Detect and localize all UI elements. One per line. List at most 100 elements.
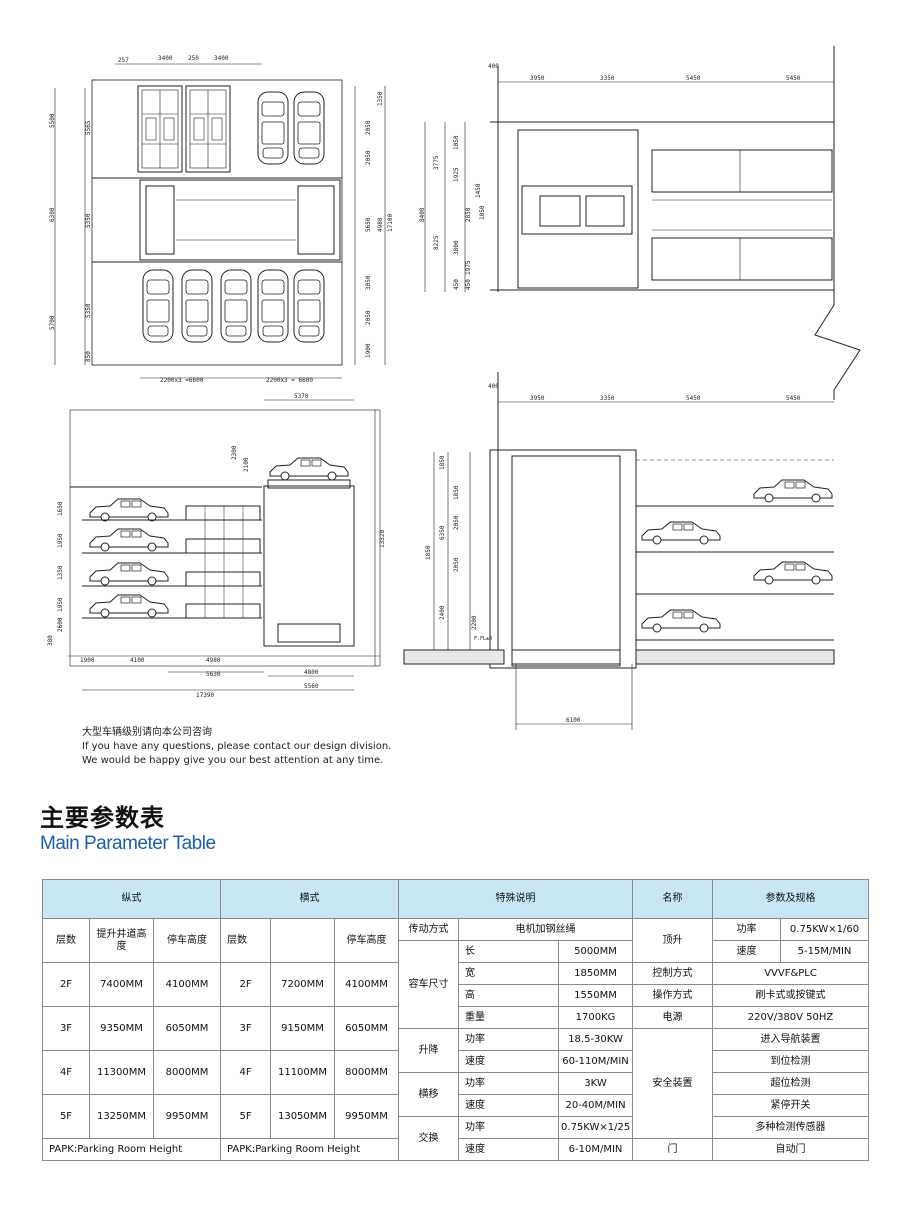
operation-value: 刷卡式或按键式 (712, 984, 870, 1007)
dim-label: 450 (453, 279, 460, 290)
t-floor: 4F (220, 1050, 272, 1095)
dim-label: 6100 (566, 717, 581, 724)
dim-label: 13320 (379, 530, 386, 548)
dim-label: 1050 (453, 135, 460, 150)
power-supply-label: 电源 (632, 1006, 714, 1029)
l-floor: 3F (42, 1006, 90, 1051)
safety-item: 进入导航装置 (712, 1028, 870, 1051)
drive-label: 传动方式 (398, 918, 460, 941)
dim-label: 2600 (57, 617, 64, 632)
papk-note-transverse: PAPK:Parking Room Height (220, 1138, 400, 1161)
dim-label: 2850 (465, 207, 472, 222)
l-shaft: 13250MM (89, 1094, 154, 1139)
lift-power-value: 18.5-30KW (558, 1028, 634, 1051)
header-special: 特殊说明 (398, 879, 634, 919)
table-row: 升降 功率 18.5-30KW 安全装置 进入导航装置 (43, 1028, 870, 1139)
dim-label: 17390 (196, 692, 214, 699)
l-park: 8000MM (152, 1050, 222, 1095)
table-row: 5F 13250MM 9950MM 5F 13050MM 9950MM 速度 2… (42, 1094, 870, 1139)
dim-label: 6300 (49, 207, 56, 222)
exchange-label: 交换 (398, 1116, 460, 1161)
safety-item: 紧停开关 (712, 1094, 870, 1117)
l-floor: 2F (42, 962, 90, 1007)
dim-label: 5630 (206, 671, 221, 678)
traverse-speed-label: 速度 (458, 1094, 560, 1117)
l-floor: 4F (42, 1050, 90, 1095)
header-spec: 参数及规格 (712, 879, 870, 919)
dim-label: 400 (488, 383, 499, 390)
power-supply-value: 220V/380V 50HZ (712, 1006, 870, 1029)
lift-label: 升降 (398, 1028, 460, 1073)
dim-label: 3350 (600, 395, 615, 402)
t-park: 6050MM (334, 1006, 400, 1051)
dim-label: 2050 (365, 150, 372, 165)
dim-label: 8225 (433, 235, 440, 250)
dim-label: 1350 (57, 565, 64, 580)
section-view-left-dims: 5370 1900 4100 4980 5630 4800 5560 17390… (47, 393, 386, 699)
sub-shaft-height: 提升井道高度 (89, 918, 154, 963)
section-view-right (403, 372, 835, 730)
top-speed-label: 速度 (712, 940, 782, 963)
contact-note: 大型车辆级别请向本公司咨询 If you have any questions,… (82, 726, 391, 768)
dim-label: 380 (47, 635, 54, 646)
dim-label: 5450 (686, 75, 701, 82)
section-title-en: Main Parameter Table (40, 833, 216, 854)
dim-label: 4100 (130, 657, 145, 664)
dim-label: 4800 (304, 669, 319, 676)
dim-label: 1925 (453, 167, 460, 182)
note-line-en-1: If you have any questions, please contac… (82, 741, 392, 752)
table-row: PAPK:Parking Room Height PAPK:Parking Ro… (41, 1138, 870, 1161)
table-row: 2F 7400MM 4100MM 2F 7200MM 4100MM 宽 1850… (42, 962, 870, 1007)
dim-label: 8400 (419, 207, 426, 222)
dim-label: 450 (465, 279, 472, 290)
t-park: 9950MM (334, 1094, 400, 1139)
dim-label: 4980 (377, 217, 384, 232)
exchange-power-label: 功率 (458, 1116, 560, 1139)
exchange-speed-label: 速度 (458, 1138, 560, 1161)
dim-label: 1450 (475, 183, 482, 198)
sub-parking-height-t: 停车高度 (334, 918, 400, 963)
dim-label: 250 (188, 55, 199, 62)
dim-label: 2200 (471, 615, 478, 630)
table-header-row: 纵式 横式 特殊说明 名称 参数及规格 (41, 879, 870, 919)
table-row: 横移 功率 3KW 超位检测 (43, 1072, 870, 1117)
exchange-speed-value: 6-10M/MIN (558, 1138, 634, 1161)
dim-label: 2100 (243, 457, 250, 472)
dim-label: 5350 (85, 213, 92, 228)
dim-label: 3950 (530, 75, 545, 82)
weight-value: 1700KG (558, 1006, 634, 1029)
l-park: 6050MM (152, 1006, 222, 1051)
t-park: 4100MM (334, 962, 400, 1007)
l-park: 9950MM (152, 1094, 222, 1139)
dim-label: 400 (488, 63, 499, 70)
sub-floors-t: 层数 (220, 918, 272, 963)
dim-label: 5650 (365, 217, 372, 232)
length-label: 长 (458, 940, 560, 963)
dim-label: 5450 (686, 395, 701, 402)
dim-label: 5700 (49, 315, 56, 330)
header-name: 名称 (632, 879, 714, 919)
dim-label: 1950 (57, 533, 64, 548)
dim-label: 6350 (439, 525, 446, 540)
parameter-table: 纵式 横式 特殊说明 名称 参数及规格 层数 提升井道高度 停车高度 层数 停车… (41, 879, 870, 1161)
dim-label: 2400 (439, 605, 446, 620)
dim-label: 4980 (206, 657, 221, 664)
table-row: 层数 提升井道高度 停车高度 层数 停车高度 传动方式 电机加钢丝绳 顶升 功率… (42, 918, 870, 963)
dim-label: 2200x3 =6600 (160, 377, 204, 384)
traverse-speed-value: 20-40M/MIN (558, 1094, 634, 1117)
traverse-power-label: 功率 (458, 1072, 560, 1095)
t-shaft: 7200MM (270, 962, 336, 1007)
sub-parking-height: 停车高度 (152, 918, 222, 963)
sub-empty (270, 918, 336, 963)
table-row: 交换 功率 0.75KW×1/25 多种检测传感器 (43, 1116, 870, 1161)
car-size-label: 容车尺寸 (398, 940, 460, 1029)
safety-item: 多种检测传感器 (712, 1116, 870, 1139)
weight-label: 重量 (458, 1006, 560, 1029)
sub-floors: 层数 (42, 918, 90, 963)
width-value: 1850MM (558, 962, 634, 985)
dim-label: 1650 (57, 501, 64, 516)
top-speed-value: 5-15M/MIN (780, 940, 870, 963)
safety-label: 安全装置 (632, 1028, 714, 1139)
traverse-label: 横移 (398, 1072, 460, 1117)
dim-label: 2050 (453, 515, 460, 530)
